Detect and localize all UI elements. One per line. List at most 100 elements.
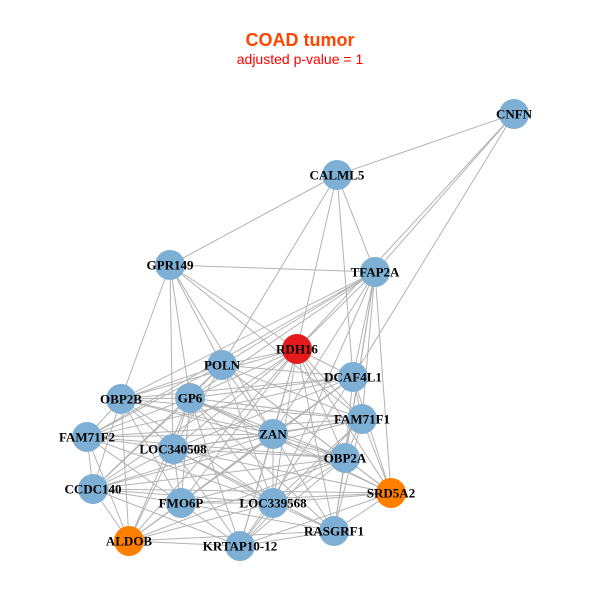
edge-FAM71F1-CCDC140	[92, 418, 363, 490]
node-label: GPR149	[147, 258, 194, 273]
edge-GP6-FAM71F1	[189, 397, 363, 420]
node-circle[interactable]	[376, 478, 406, 508]
node-obp2a[interactable]: OBP2A	[324, 443, 367, 473]
edge-GP6-FAM71F2	[86, 397, 191, 438]
edge-FAM71F2-LOC339568	[86, 436, 274, 504]
node-label: TFAP2A	[351, 265, 400, 280]
edge-OBP2A-KRTAP10-12	[239, 457, 346, 547]
edge-FAM71F1-FAM71F2	[86, 418, 363, 438]
edge-TFAP2A-ZAN	[272, 271, 376, 435]
edge-OBP2B-OBP2A	[120, 398, 346, 459]
node-circle[interactable]	[258, 419, 288, 449]
edge-POLN-OBP2B	[120, 364, 223, 400]
node-srd5a2[interactable]: SRD5A2	[367, 478, 415, 508]
node-calml5[interactable]: CALML5	[310, 160, 365, 190]
edge-FAM71F2-ZAN	[86, 433, 274, 438]
node-circle[interactable]	[258, 488, 288, 518]
edge-CALML5-DCAF4L1	[336, 174, 354, 378]
node-fam71f1[interactable]: FAM71F1	[334, 404, 390, 434]
node-circle[interactable]	[166, 488, 196, 518]
node-label: GP6	[178, 391, 203, 406]
node-rdh16[interactable]: RDH16	[276, 334, 318, 364]
node-tfap2a[interactable]: TFAP2A	[351, 257, 400, 287]
edge-OBP2B-LOC339568	[120, 398, 274, 504]
edge-DCAF4L1-KRTAP10-12	[239, 376, 354, 547]
node-circle[interactable]	[78, 474, 108, 504]
node-circle[interactable]	[106, 384, 136, 414]
edge-CNFN-RDH16	[296, 113, 515, 350]
edge-ZAN-RASGRF1	[272, 433, 335, 532]
edge-FAM71F1-RASGRF1	[333, 418, 363, 532]
edge-FAM71F1-KRTAP10-12	[239, 418, 363, 547]
edge-CNFN-CALML5	[336, 113, 515, 176]
node-label: OBP2A	[324, 451, 367, 466]
node-label: CNFN	[496, 107, 533, 122]
node-circle[interactable]	[319, 516, 349, 546]
node-gpr149[interactable]: GPR149	[147, 250, 194, 280]
edge-GPR149-LOC340508	[169, 264, 174, 450]
edge-OBP2B-FMO6P	[120, 398, 182, 504]
edge-FAM71F2-OBP2A	[86, 436, 346, 459]
edge-ZAN-CCDC140	[92, 433, 274, 490]
node-obp2b[interactable]: OBP2B	[100, 384, 142, 414]
edge-LOC339568-ALDOB	[128, 502, 274, 542]
node-zan[interactable]: ZAN	[258, 419, 288, 449]
edge-OBP2B-ZAN	[120, 398, 274, 435]
node-circle[interactable]	[360, 257, 390, 287]
node-label: KRTAP10-12	[203, 539, 277, 554]
node-circle[interactable]	[225, 531, 255, 561]
edge-GP6-ALDOB	[128, 397, 191, 542]
edge-POLN-FAM71F1	[221, 364, 363, 420]
edge-LOC340508-ALDOB	[128, 448, 174, 542]
edge-RDH16-ALDOB	[128, 348, 298, 542]
edge-GP6-LOC339568	[189, 397, 274, 504]
node-label: LOC340508	[139, 442, 207, 457]
node-dcaf4l1[interactable]: DCAF4L1	[324, 362, 382, 392]
node-circle[interactable]	[155, 250, 185, 280]
node-circle[interactable]	[499, 99, 529, 129]
node-circle[interactable]	[114, 526, 144, 556]
edge-GPR149-TFAP2A	[169, 264, 376, 273]
edge-TFAP2A-FAM71F1	[361, 271, 376, 420]
node-label: OBP2B	[100, 392, 142, 407]
node-loc340508[interactable]: LOC340508	[139, 434, 207, 464]
node-circle[interactable]	[207, 350, 237, 380]
node-label: ALDOB	[106, 534, 153, 549]
node-poln[interactable]: POLN	[204, 350, 241, 380]
node-label: RDH16	[276, 342, 318, 357]
chart-subtitle: adjusted p-value = 1	[236, 51, 364, 67]
node-rasgrf1[interactable]: RASGRF1	[304, 516, 364, 546]
edge-LOC340508-OBP2A	[172, 448, 346, 459]
node-gp6[interactable]: GP6	[175, 383, 205, 413]
node-cnfn[interactable]: CNFN	[496, 99, 533, 129]
node-aldob[interactable]: ALDOB	[106, 526, 153, 556]
node-label: POLN	[204, 358, 241, 373]
edge-CALML5-TFAP2A	[336, 174, 376, 273]
edge-SRD5A2-LOC339568	[272, 492, 392, 504]
edge-DCAF4L1-OBP2B	[120, 376, 354, 400]
node-ccdc140[interactable]: CCDC140	[64, 474, 122, 504]
node-circle[interactable]	[347, 404, 377, 434]
edge-CCDC140-SRD5A2	[92, 488, 392, 494]
node-label: FAM71F2	[59, 430, 115, 445]
node-circle[interactable]	[338, 362, 368, 392]
edge-GPR149-POLN	[169, 264, 223, 366]
edge-GPR149-GP6	[169, 264, 191, 399]
node-circle[interactable]	[282, 334, 312, 364]
node-circle[interactable]	[330, 443, 360, 473]
node-loc339568[interactable]: LOC339568	[239, 488, 307, 518]
edge-CALML5-RDH16	[296, 174, 338, 350]
node-circle[interactable]	[322, 160, 352, 190]
node-fmo6p[interactable]: FMO6P	[159, 488, 204, 518]
edge-CALML5-GPR149	[169, 174, 338, 266]
node-circle[interactable]	[158, 434, 188, 464]
edge-TFAP2A-DCAF4L1	[352, 271, 376, 378]
node-krtap10-12[interactable]: KRTAP10-12	[203, 531, 277, 561]
node-circle[interactable]	[175, 383, 205, 413]
node-circle[interactable]	[72, 422, 102, 452]
chart-title: COAD tumor	[245, 30, 355, 50]
node-fam71f2[interactable]: FAM71F2	[59, 422, 115, 452]
node-label: FAM71F1	[334, 412, 390, 427]
